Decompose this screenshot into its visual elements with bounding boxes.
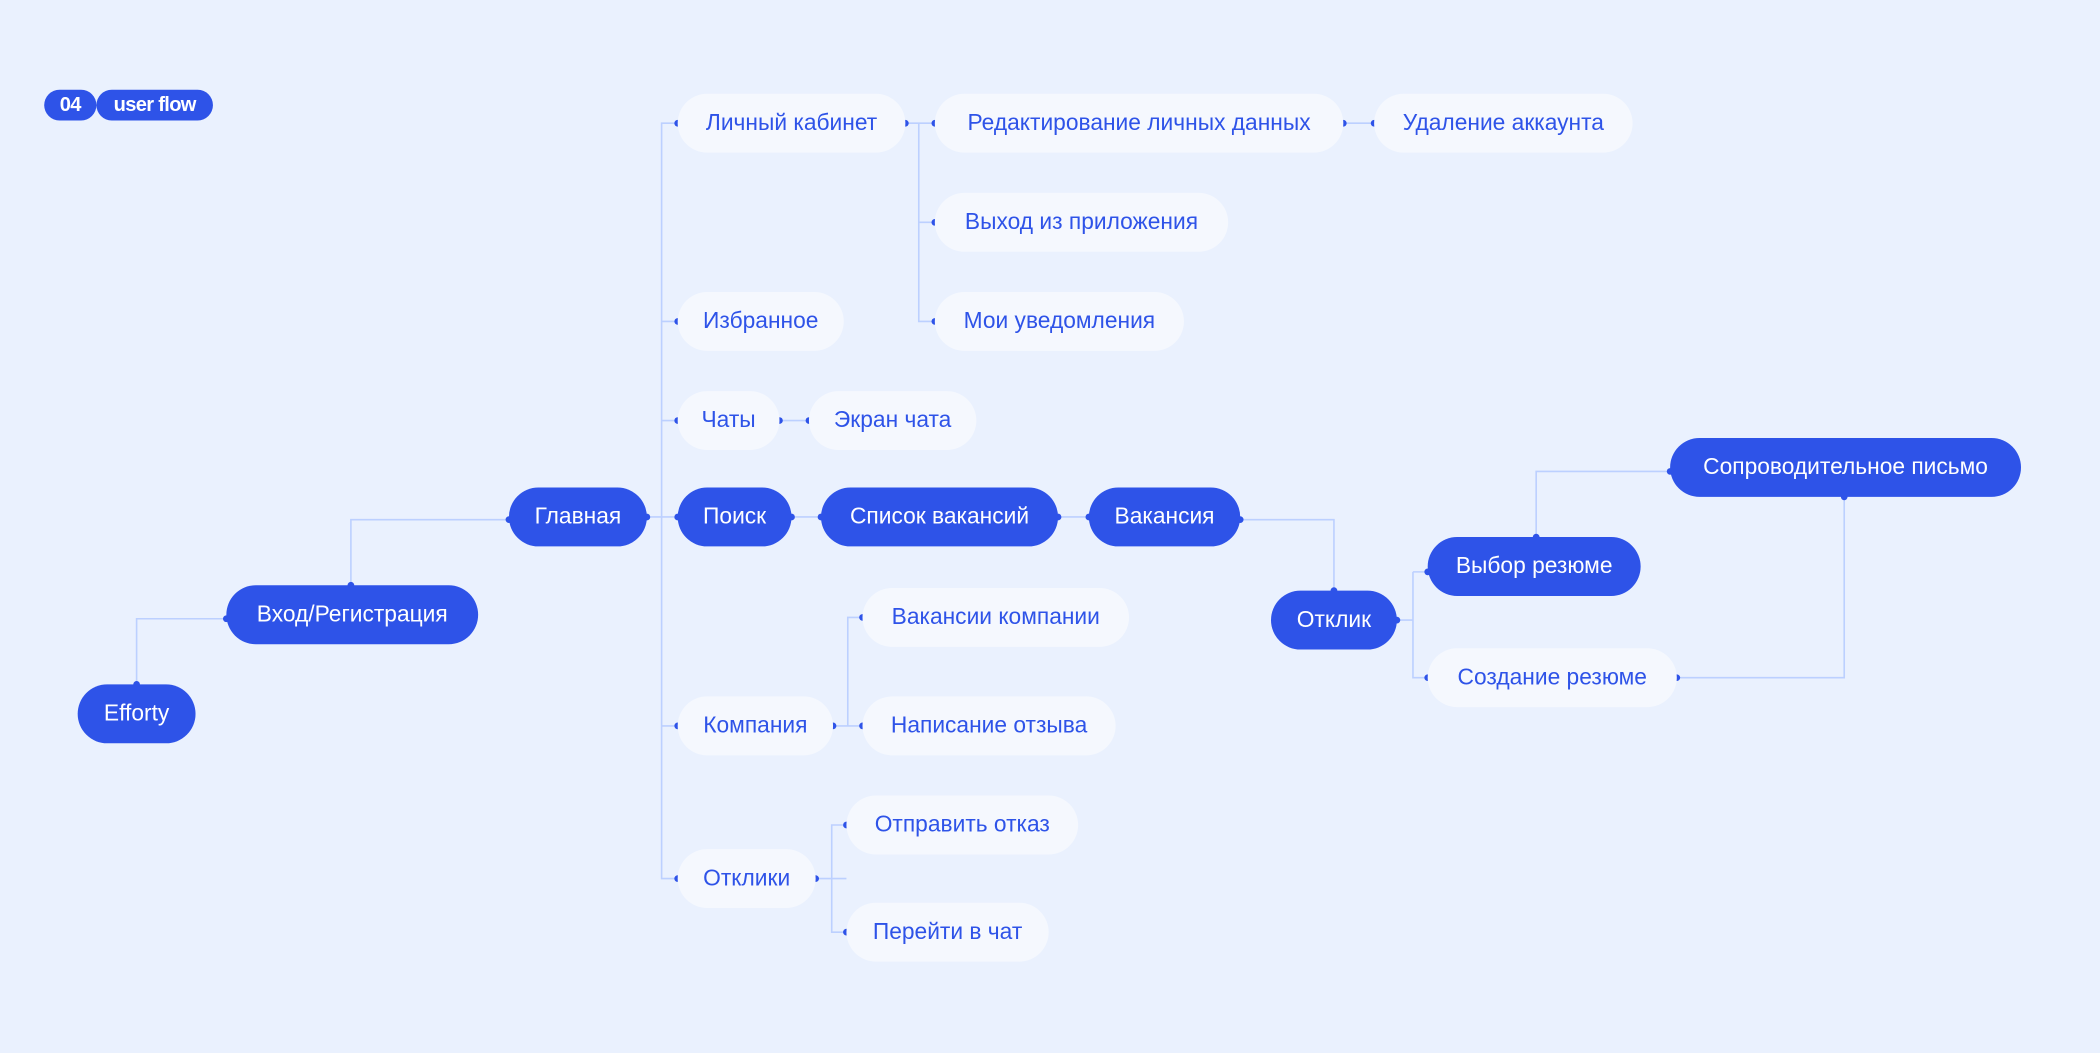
node-edit-profile[interactable]: Редактирование личных данных (934, 93, 1344, 153)
section-number-badge: 04 (44, 89, 97, 121)
node-efforty[interactable]: Efforty (77, 684, 196, 744)
node-company[interactable]: Компания (677, 696, 834, 756)
node-chats[interactable]: Чаты (677, 391, 780, 451)
node-vacancy-list[interactable]: Список вакансий (820, 487, 1059, 547)
node-go-to-chat[interactable]: Перейти в чат (846, 902, 1049, 962)
node-profile[interactable]: Личный кабинет (677, 93, 906, 153)
node-vacancy[interactable]: Вакансия (1088, 487, 1241, 547)
node-choose-resume[interactable]: Выбор резюме (1427, 537, 1641, 596)
node-apply[interactable]: Отклик (1270, 590, 1397, 650)
node-responses[interactable]: Отклики (677, 849, 816, 909)
node-company-vacancies[interactable]: Вакансии компании (862, 587, 1130, 647)
node-search[interactable]: Поиск (677, 487, 792, 547)
node-send-rejection[interactable]: Отправить отказ (846, 795, 1079, 855)
node-create-resume[interactable]: Создание резюме (1427, 648, 1677, 708)
node-write-review[interactable]: Написание отзыва (862, 696, 1116, 756)
section-title-badge: user flow (96, 89, 213, 121)
node-favorites[interactable]: Избранное (677, 291, 844, 351)
node-login[interactable]: Вход/Регистрация (226, 585, 479, 645)
node-notifications[interactable]: Мои уведомления (934, 291, 1184, 351)
node-cover-letter[interactable]: Сопроводительное письмо (1670, 437, 2022, 497)
node-logout[interactable]: Выход из приложения (934, 192, 1229, 252)
node-delete-account[interactable]: Удаление аккаунта (1374, 93, 1633, 153)
node-main[interactable]: Главная (508, 487, 647, 547)
node-chat-screen[interactable]: Экран чата (808, 391, 977, 451)
